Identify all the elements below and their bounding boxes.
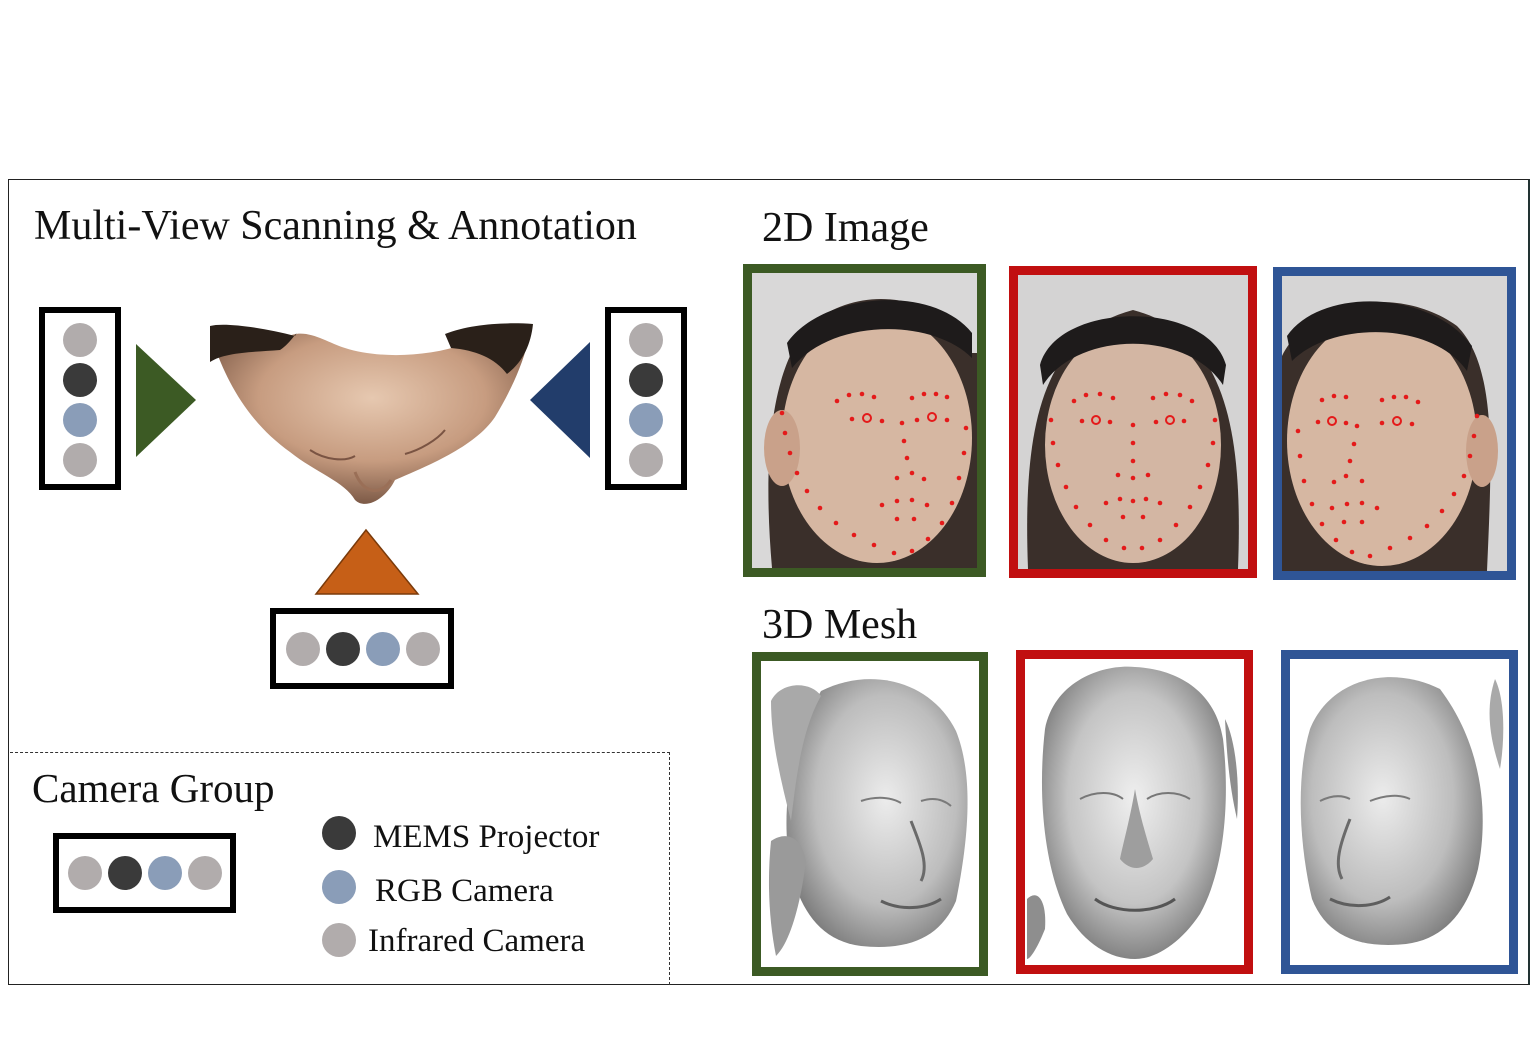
legend-title: Camera Group (32, 765, 275, 811)
landmark-dots (1295, 393, 1480, 559)
mesh-left-view (752, 652, 988, 976)
legend-mems-label: MEMS Projector (373, 819, 600, 855)
landmark-dots (1048, 391, 1218, 551)
mesh-right-view (1281, 650, 1518, 974)
legend-rgb-label: RGB Camera (375, 873, 554, 909)
legend-infrared-label: Infrared Camera (368, 923, 586, 959)
image-front-view (1009, 266, 1257, 578)
rgb-camera-dot (366, 632, 400, 666)
infrared-camera-dot (188, 856, 222, 890)
mems-projector-dot (108, 856, 142, 890)
mesh-render-left (768, 679, 968, 956)
infrared-camera-dot (629, 443, 663, 477)
rgb-camera-dot (148, 856, 182, 890)
infrared-camera-dot (629, 323, 663, 357)
infrared-camera-dot (286, 632, 320, 666)
legend-mems-dot (322, 816, 356, 850)
rgb-camera-dot (629, 403, 663, 437)
scanned-face-model (210, 323, 533, 504)
legend-rgb-dot (322, 870, 356, 904)
face-photo-front (1018, 275, 1248, 569)
infrared-camera-dot (63, 443, 97, 477)
mems-projector-dot (326, 632, 360, 666)
camera-group-left (39, 307, 121, 490)
face-photo-left (752, 273, 977, 568)
figure-panel (8, 179, 1530, 985)
landmark-dots (779, 391, 969, 556)
mems-projector-dot (629, 363, 663, 397)
mems-projector-dot (63, 363, 97, 397)
image-right-view (1273, 267, 1516, 580)
camera-group-right (605, 307, 687, 490)
face-photo-right (1282, 276, 1507, 571)
mesh-front-view (1016, 650, 1253, 974)
legend-box (10, 752, 670, 985)
camera-group-bottom (270, 608, 454, 689)
legend-camera-group (53, 833, 236, 913)
scanning-title: Multi-View Scanning & Annotation (34, 203, 637, 249)
infrared-camera-dot (406, 632, 440, 666)
infrared-camera-dot (68, 856, 102, 890)
mesh-row-heading: 3D Mesh (762, 602, 918, 648)
image-row-heading: 2D Image (762, 205, 929, 251)
legend-infrared-dot (322, 923, 356, 957)
image-left-view (743, 264, 986, 577)
rgb-camera-dot (63, 403, 97, 437)
mesh-render-right (1300, 677, 1504, 945)
infrared-camera-dot (63, 323, 97, 357)
mesh-render-front (1027, 666, 1238, 959)
